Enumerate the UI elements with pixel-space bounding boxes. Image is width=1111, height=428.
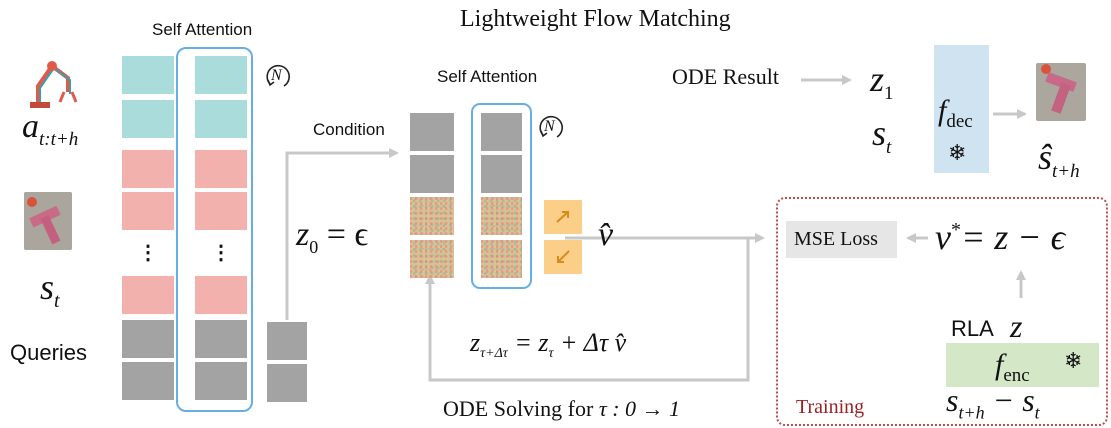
action-label: at:t+h [22, 108, 79, 150]
encoder-label: fenc [995, 348, 1030, 386]
ode-result-label: ODE Result [672, 64, 779, 89]
query-token [195, 320, 247, 358]
decoder-panel [934, 45, 989, 173]
state-token [195, 276, 247, 314]
state-ellipsis: ⋮ [211, 242, 231, 264]
noise-init-equation: z0 = ϵ [296, 216, 369, 257]
noise-token [481, 240, 522, 278]
state-token [122, 192, 174, 230]
frozen-snowflake-icon: ❄ [1064, 348, 1083, 373]
condition-token [481, 155, 522, 193]
training-box [776, 197, 1108, 426]
action-token [122, 100, 174, 138]
left-attention-box [176, 47, 253, 412]
output-query-token [267, 364, 307, 402]
predicted-velocity-label: v̂ [598, 216, 614, 253]
condition-label: Condition [313, 120, 385, 139]
predicted-state-label: ŝt+h [1038, 137, 1080, 183]
left-attention-label: Self Attention [152, 20, 253, 39]
ode-loop-arrow [425, 238, 750, 382]
z1-label: z1 [870, 59, 894, 105]
action-token [122, 56, 174, 94]
velocity-token [544, 200, 582, 234]
middle-attention-label: Self Attention [437, 67, 538, 86]
noise-token [410, 197, 454, 235]
predicted-state-image [1036, 63, 1086, 121]
decoder-label: fdec [938, 94, 973, 132]
state-ellipsis: ⋮ [138, 242, 158, 264]
target-velocity-equation: v*= z − ϵ [935, 217, 1066, 257]
state-token [122, 276, 174, 314]
robot-arm-icon [26, 56, 82, 110]
left-repeat-icon: N [262, 62, 292, 92]
state-token [195, 192, 247, 230]
mse-panel [786, 221, 897, 258]
rla-z-label: z [1010, 308, 1023, 344]
ode-solver-caption: ODE Solving for τ : 0 → 1 [443, 396, 681, 421]
encoder-panel [946, 343, 1099, 387]
queries-label: Queries [10, 340, 88, 365]
condition-token [410, 113, 454, 151]
query-token [195, 362, 247, 400]
state-label: st [40, 267, 60, 313]
st-condition-label: st [872, 113, 892, 159]
noise-token [481, 197, 522, 235]
velocity-token [544, 240, 582, 274]
frozen-snowflake-icon: ❄ [948, 140, 967, 165]
state-image [24, 192, 72, 250]
state-token [195, 150, 247, 188]
ode-update-equation: zτ+Δτ = zτ + Δτ v̂ [470, 328, 627, 362]
middle-attention-box [471, 103, 532, 289]
state-difference-label: st+h − st [946, 382, 1040, 423]
condition-token [410, 155, 454, 193]
query-token [122, 362, 174, 400]
output-query-token [267, 322, 307, 360]
noise-token [410, 240, 454, 278]
condition-token [481, 113, 522, 151]
action-token [195, 56, 247, 94]
action-token [195, 100, 247, 138]
training-label: Training [796, 396, 865, 418]
condition-arrow [285, 148, 399, 320]
state-token [122, 150, 174, 188]
mse-loss-label: MSE Loss [794, 228, 878, 250]
rla-label: RLA [951, 316, 994, 341]
figure-title: Lightweight Flow Matching [460, 6, 731, 32]
query-token [122, 320, 174, 358]
middle-repeat-icon: N [535, 113, 565, 143]
